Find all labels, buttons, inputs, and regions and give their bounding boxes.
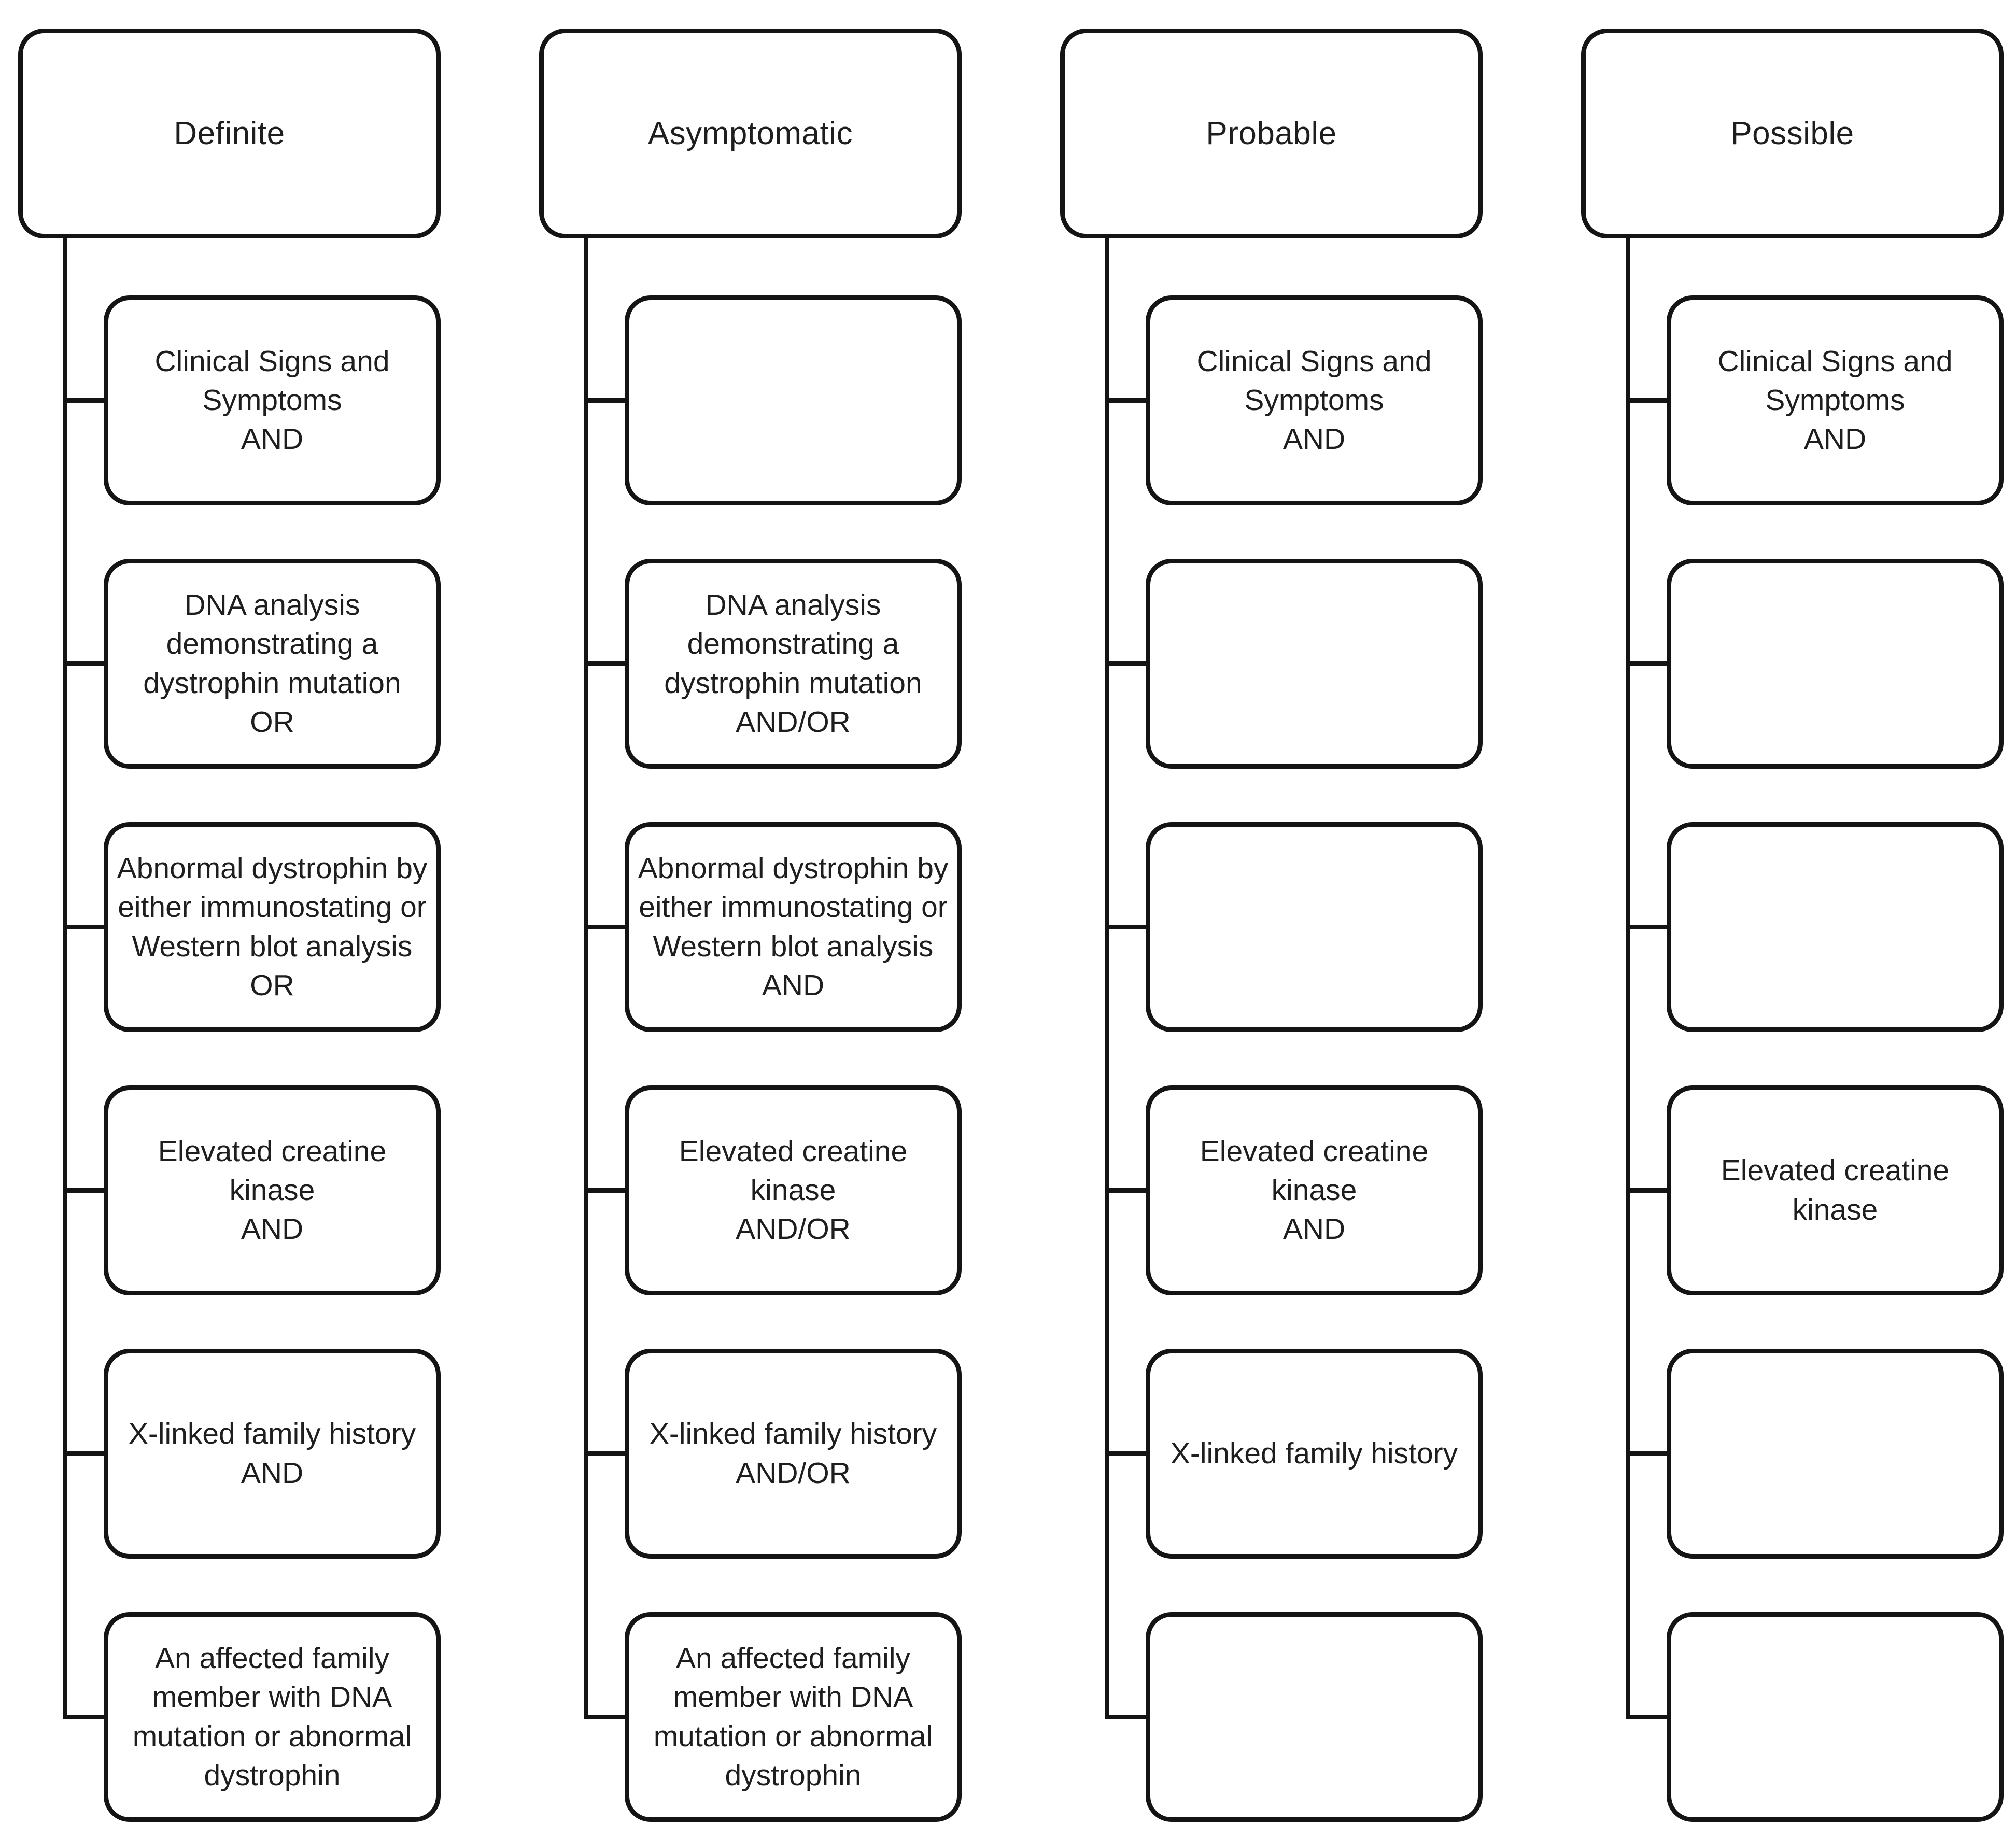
connector-vertical-line [63, 238, 67, 1719]
connector-stub [1626, 1188, 1669, 1193]
criteria-box-definite-6: An affected family member with DNA mutat… [104, 1612, 441, 1822]
connector-stub [1626, 398, 1669, 403]
connector-stub [1105, 1715, 1148, 1719]
criteria-box-asymptomatic-5: X-linked family history AND/OR [625, 1349, 962, 1559]
connector-stub [1105, 661, 1148, 666]
criteria-box-asymptomatic-6: An affected family member with DNA mutat… [625, 1612, 962, 1822]
criteria-box-probable-6 [1146, 1612, 1483, 1822]
connector-vertical-line [1626, 238, 1630, 1719]
criteria-box-definite-2: DNA analysis demonstrating a dystrophin … [104, 559, 441, 769]
criteria-box-definite-1: Clinical Signs and Symptoms AND [104, 295, 441, 505]
connector-stub [1626, 1451, 1669, 1456]
connector-stub [63, 1451, 106, 1456]
criteria-box-possible-1: Clinical Signs and Symptoms AND [1667, 295, 2004, 505]
connector-stub [1105, 398, 1148, 403]
criteria-box-asymptomatic-1 [625, 295, 962, 505]
criteria-box-definite-5: X-linked family history AND [104, 1349, 441, 1559]
criteria-box-probable-2 [1146, 559, 1483, 769]
connector-stub [1105, 925, 1148, 929]
connector-vertical-line [584, 238, 588, 1719]
connector-stub [63, 661, 106, 666]
criteria-box-probable-1: Clinical Signs and Symptoms AND [1146, 295, 1483, 505]
connector-stub [63, 1188, 106, 1193]
connector-stub [63, 398, 106, 403]
criteria-box-probable-4: Elevated creatine kinase AND [1146, 1085, 1483, 1295]
connector-stub [63, 1715, 106, 1719]
criteria-box-definite-4: Elevated creatine kinase AND [104, 1085, 441, 1295]
header-asymptomatic: Asymptomatic [539, 29, 962, 238]
criteria-box-probable-5: X-linked family history [1146, 1349, 1483, 1559]
connector-vertical-line [1105, 238, 1109, 1719]
connector-stub [584, 661, 627, 666]
column-possible: Possible Clinical Signs and Symptoms AND… [1581, 0, 2016, 1836]
connector-stub [1626, 1715, 1669, 1719]
connector-stub [584, 1451, 627, 1456]
criteria-box-definite-3: Abnormal dystrophin by either immunostat… [104, 822, 441, 1032]
criteria-box-possible-4: Elevated creatine kinase [1667, 1085, 2004, 1295]
connector-stub [584, 398, 627, 403]
column-probable: Probable Clinical Signs and Symptoms AND… [1060, 0, 1506, 1836]
column-asymptomatic: Asymptomatic DNA analysis demonstrating … [539, 0, 985, 1836]
criteria-box-possible-5 [1667, 1349, 2004, 1559]
header-possible: Possible [1581, 29, 2004, 238]
column-definite: Definite Clinical Signs and Symptoms AND… [18, 0, 464, 1836]
header-definite: Definite [18, 29, 441, 238]
header-probable: Probable [1060, 29, 1483, 238]
criteria-box-asymptomatic-2: DNA analysis demonstrating a dystrophin … [625, 559, 962, 769]
criteria-box-possible-2 [1667, 559, 2004, 769]
criteria-box-possible-6 [1667, 1612, 2004, 1822]
connector-stub [1626, 661, 1669, 666]
connector-stub [1626, 925, 1669, 929]
connector-stub [1105, 1188, 1148, 1193]
connector-stub [1105, 1451, 1148, 1456]
criteria-box-asymptomatic-4: Elevated creatine kinase AND/OR [625, 1085, 962, 1295]
connector-stub [584, 1715, 627, 1719]
connector-stub [63, 925, 106, 929]
connector-stub [584, 1188, 627, 1193]
connector-stub [584, 925, 627, 929]
criteria-box-asymptomatic-3: Abnormal dystrophin by either immunostat… [625, 822, 962, 1032]
criteria-box-probable-3 [1146, 822, 1483, 1032]
criteria-box-possible-3 [1667, 822, 2004, 1032]
